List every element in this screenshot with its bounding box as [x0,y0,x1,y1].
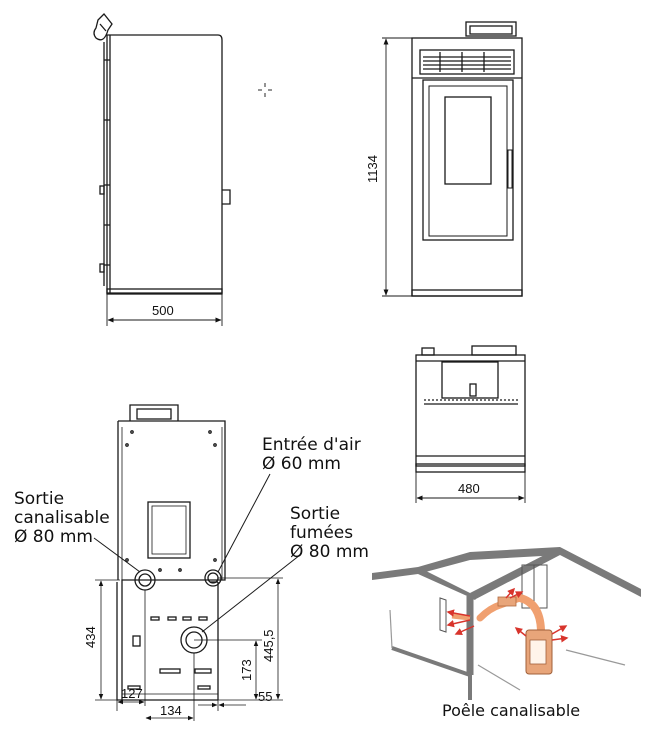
dim-front-height: 1134 [365,155,380,183]
room-caption: Poêle canalisable [442,701,581,720]
label-flue-outlet-line1: Sortie [290,504,341,524]
dim-rear-134: 134 [160,703,182,718]
label-ducted-outlet: Sortie canalisable Ø 80 mm [14,490,110,547]
dim-rear-173: 173 [239,659,254,681]
dim-rear-127: 127 [121,686,143,701]
dim-side-width: 500 [152,303,174,318]
top-view [415,345,526,503]
rear-view [93,404,301,721]
label-ducted-outlet-line2: canalisable [14,508,110,528]
label-air-inlet-line1: Entrée d'air [262,435,361,455]
dim-rear-55: 55 [258,689,272,704]
label-flue-outlet: Sortie fumées Ø 80 mm [290,505,369,562]
label-air-inlet-line2: Ø 60 mm [262,454,341,474]
label-flue-outlet-line3: Ø 80 mm [290,542,369,562]
label-ducted-outlet-line1: Sortie [14,489,65,509]
crosshair-icon [258,83,272,97]
label-ducted-outlet-line3: Ø 80 mm [14,527,93,547]
side-view [93,13,231,326]
dim-top-width: 480 [458,481,480,496]
dim-rear-434: 434 [83,626,98,648]
label-air-inlet: Entrée d'air Ø 60 mm [262,436,361,474]
front-view [382,21,523,297]
room-illustration [372,547,641,700]
label-flue-outlet-line2: fumées [290,523,354,543]
dim-rear-445: 445,5 [261,629,276,662]
